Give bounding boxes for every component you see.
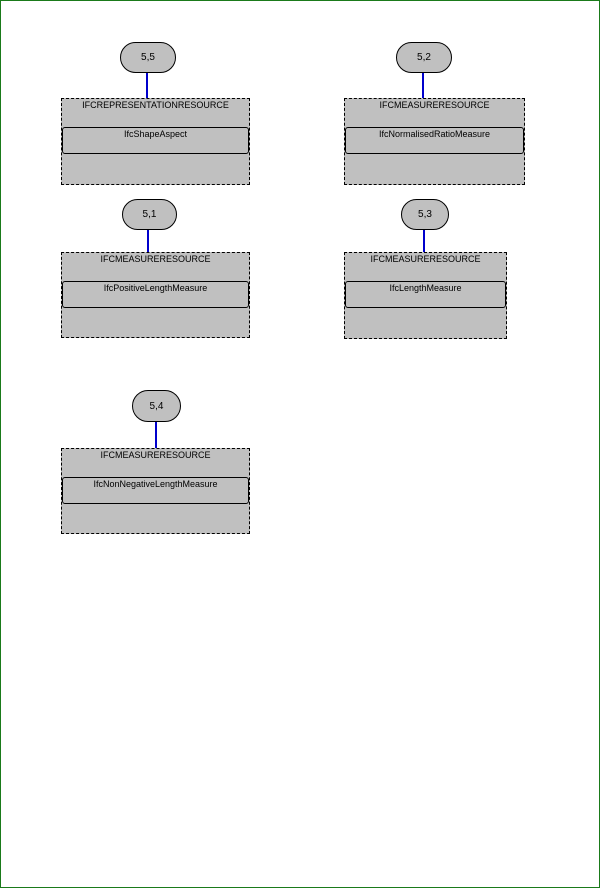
entity-name-box[interactable]: IfcNonNegativeLengthMeasure (62, 477, 249, 504)
ref-label: 5,5 (141, 52, 155, 63)
entity-name: IfcLengthMeasure (389, 283, 462, 293)
ref-label: 5,2 (417, 52, 431, 63)
entity-name: IfcPositiveLengthMeasure (103, 283, 208, 293)
entity-box[interactable]: IFCMEASURERESOURCE IfcNormalisedRatioMea… (344, 98, 525, 185)
entity-name-box[interactable]: IfcNormalisedRatioMeasure (345, 127, 524, 154)
entity-name-box[interactable]: IfcShapeAspect (62, 127, 249, 154)
schema-label: IFCREPRESENTATIONRESOURCE (82, 100, 229, 110)
schema-label: IFCMEASURERESOURCE (100, 450, 211, 460)
ref-oval[interactable]: 5,3 (401, 199, 449, 230)
ref-oval[interactable]: 5,5 (120, 42, 176, 73)
entity-name-box[interactable]: IfcLengthMeasure (345, 281, 506, 308)
ref-label: 5,3 (418, 209, 432, 220)
ref-label: 5,4 (149, 400, 164, 412)
entity-name: IfcShapeAspect (123, 129, 188, 139)
ref-oval[interactable]: 5,2 (396, 42, 452, 73)
entity-box[interactable]: IFCMEASURERESOURCE IfcNonNegativeLengthM… (61, 448, 250, 534)
schema-label: IFCMEASURERESOURCE (370, 254, 481, 264)
entity-box[interactable]: IFCMEASURERESOURCE IfcLengthMeasure (344, 252, 507, 339)
entity-name: IfcNonNegativeLengthMeasure (93, 479, 218, 489)
entity-box[interactable]: IFCMEASURERESOURCE IfcPositiveLengthMeas… (61, 252, 250, 338)
connector-line (155, 422, 157, 449)
schema-label: IFCMEASURERESOURCE (100, 254, 211, 264)
connector-line (422, 73, 424, 99)
schema-label: IFCMEASURERESOURCE (379, 100, 490, 110)
entity-name-box[interactable]: IfcPositiveLengthMeasure (62, 281, 249, 308)
connector-line (423, 230, 425, 253)
ref-label: 5,1 (142, 209, 157, 220)
ref-oval[interactable]: 5,1 (122, 199, 177, 230)
entity-name: IfcNormalisedRatioMeasure (378, 129, 491, 139)
connector-line (147, 230, 149, 253)
ref-oval[interactable]: 5,4 (132, 390, 181, 422)
connector-line (146, 73, 148, 99)
entity-box[interactable]: IFCREPRESENTATIONRESOURCE IfcShapeAspect (61, 98, 250, 185)
